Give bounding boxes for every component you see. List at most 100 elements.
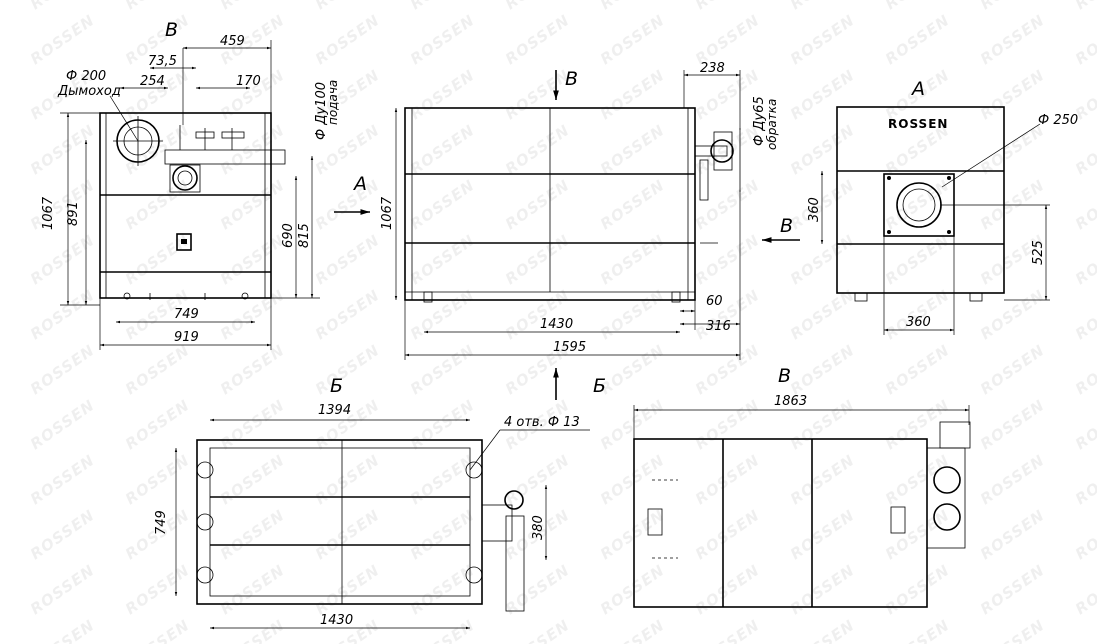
watermark-text: ROSSEN bbox=[122, 561, 193, 618]
dim-254: 254 bbox=[140, 74, 165, 89]
watermark-text: ROSSEN bbox=[1072, 121, 1097, 178]
dim-1394: 1394 bbox=[318, 403, 351, 418]
dim-238: 238 bbox=[700, 61, 725, 76]
supply-diameter-label: Ф Ду100 bbox=[314, 82, 329, 140]
view-arrow-v-right: В bbox=[780, 215, 793, 237]
watermark-text: ROSSEN bbox=[882, 176, 953, 233]
watermark-text: ROSSEN bbox=[1072, 341, 1097, 398]
watermark-text: ROSSEN bbox=[597, 616, 668, 644]
return-diameter-label: Ф Ду65 bbox=[752, 96, 767, 146]
watermark-text: ROSSEN bbox=[122, 341, 193, 398]
watermark-text: ROSSEN bbox=[882, 11, 953, 68]
watermark-text: ROSSEN bbox=[502, 11, 573, 68]
watermark-text: ROSSEN bbox=[217, 561, 288, 618]
dim-1067-front: 1067 bbox=[41, 196, 56, 230]
watermark-text: ROSSEN bbox=[27, 286, 98, 343]
view-arrow-v-top: В bbox=[565, 68, 578, 90]
watermark-text: ROSSEN bbox=[692, 506, 763, 563]
watermark-text: ROSSEN bbox=[407, 286, 478, 343]
watermark-text: ROSSEN bbox=[0, 176, 3, 233]
watermark-text: ROSSEN bbox=[27, 176, 98, 233]
watermark-text: ROSSEN bbox=[597, 11, 668, 68]
watermark-text: ROSSEN bbox=[407, 396, 478, 453]
watermark-text: ROSSEN bbox=[312, 286, 383, 343]
watermark-text: ROSSEN bbox=[27, 231, 98, 288]
watermark-text: ROSSEN bbox=[122, 451, 193, 508]
view-arrow-b: Б bbox=[593, 375, 606, 397]
watermark-text: ROSSEN bbox=[1072, 176, 1097, 233]
dim-1863: 1863 bbox=[774, 394, 807, 409]
watermark-text: ROSSEN bbox=[977, 176, 1048, 233]
return-flange-v bbox=[933, 503, 961, 531]
dim-73-5: 73,5 bbox=[148, 54, 177, 69]
watermark-text: ROSSEN bbox=[882, 231, 953, 288]
watermark-text: ROSSEN bbox=[692, 11, 763, 68]
watermark-text: ROSSEN bbox=[787, 341, 858, 398]
dim-360-horizontal: 360 bbox=[906, 315, 931, 330]
view-letter-v: В bbox=[778, 365, 791, 387]
watermark-text: ROSSEN bbox=[27, 561, 98, 618]
watermark-text: ROSSEN bbox=[1072, 616, 1097, 644]
watermark-text: ROSSEN bbox=[882, 451, 953, 508]
watermark-text: ROSSEN bbox=[217, 231, 288, 288]
view-v: В 1863 bbox=[633, 365, 971, 608]
watermark-text: ROSSEN bbox=[0, 121, 3, 178]
watermark-text: ROSSEN bbox=[882, 561, 953, 618]
burner-flange bbox=[172, 165, 198, 191]
view-letter-front: В bbox=[165, 19, 178, 41]
return-flange bbox=[710, 139, 734, 163]
watermark-text: ROSSEN bbox=[692, 231, 763, 288]
dim-380: 380 bbox=[531, 515, 546, 540]
dim-170: 170 bbox=[236, 74, 261, 89]
watermark-text: ROSSEN bbox=[787, 506, 858, 563]
watermark-text: ROSSEN bbox=[407, 616, 478, 644]
watermark-text: ROSSEN bbox=[597, 451, 668, 508]
watermark-text: ROSSEN bbox=[502, 121, 573, 178]
watermark-text: ROSSEN bbox=[597, 121, 668, 178]
watermark-text: ROSSEN bbox=[407, 121, 478, 178]
watermark-text: ROSSEN bbox=[0, 506, 3, 563]
dim-749-plan: 749 bbox=[154, 510, 169, 535]
watermark-text: ROSSEN bbox=[787, 66, 858, 123]
watermark-text: ROSSEN bbox=[502, 231, 573, 288]
watermark-text: ROSSEN bbox=[27, 506, 98, 563]
watermark-text: ROSSEN bbox=[0, 616, 3, 644]
watermark-text: ROSSEN bbox=[502, 451, 573, 508]
dim-919: 919 bbox=[174, 330, 199, 345]
watermark-text: ROSSEN bbox=[597, 341, 668, 398]
watermark-text: ROSSEN bbox=[502, 616, 573, 644]
watermark-text: ROSSEN bbox=[407, 66, 478, 123]
supply-flange-v bbox=[933, 466, 961, 494]
watermark-text: ROSSEN bbox=[787, 11, 858, 68]
watermark-text: ROSSEN bbox=[977, 121, 1048, 178]
watermark-text: ROSSEN bbox=[0, 451, 3, 508]
watermark-text: ROSSEN bbox=[787, 451, 858, 508]
dim-1430-plan: 1430 bbox=[320, 613, 353, 628]
front-view: В 459 73,5 254 170 Ф 200 Дымоход 1067 89… bbox=[41, 19, 340, 350]
watermark-text: ROSSEN bbox=[0, 341, 3, 398]
watermark-text: ROSSEN bbox=[312, 231, 383, 288]
view-letter-a: А bbox=[910, 78, 925, 100]
watermark-text: ROSSEN bbox=[787, 561, 858, 618]
chimney-label: Дымоход bbox=[57, 84, 121, 99]
watermark-text: ROSSEN bbox=[787, 121, 858, 178]
watermark-text: ROSSEN bbox=[597, 396, 668, 453]
dim-815: 815 bbox=[297, 223, 312, 248]
watermark-text: ROSSEN bbox=[882, 396, 953, 453]
watermark-text: ROSSEN bbox=[1072, 0, 1097, 13]
watermark-text: ROSSEN bbox=[217, 616, 288, 644]
watermark-text: ROSSEN bbox=[0, 231, 3, 288]
chimney-diameter-label: Ф 200 bbox=[66, 69, 106, 84]
view-arrow-a: A bbox=[352, 173, 367, 195]
watermark-text: ROSSEN bbox=[312, 341, 383, 398]
watermark-text: ROSSEN bbox=[597, 561, 668, 618]
watermark-text: ROSSEN bbox=[27, 396, 98, 453]
watermark-text: ROSSEN bbox=[1072, 506, 1097, 563]
watermark-text: ROSSEN bbox=[977, 396, 1048, 453]
watermark-text: ROSSEN bbox=[407, 11, 478, 68]
watermark-text: ROSSEN bbox=[692, 616, 763, 644]
view-b-plan: Б 1394 4 отв. Ф 13 749 380 1430 bbox=[154, 375, 590, 630]
watermark-text: ROSSEN bbox=[882, 616, 953, 644]
watermark-text: ROSSEN bbox=[692, 561, 763, 618]
dim-749-front: 749 bbox=[174, 307, 199, 322]
